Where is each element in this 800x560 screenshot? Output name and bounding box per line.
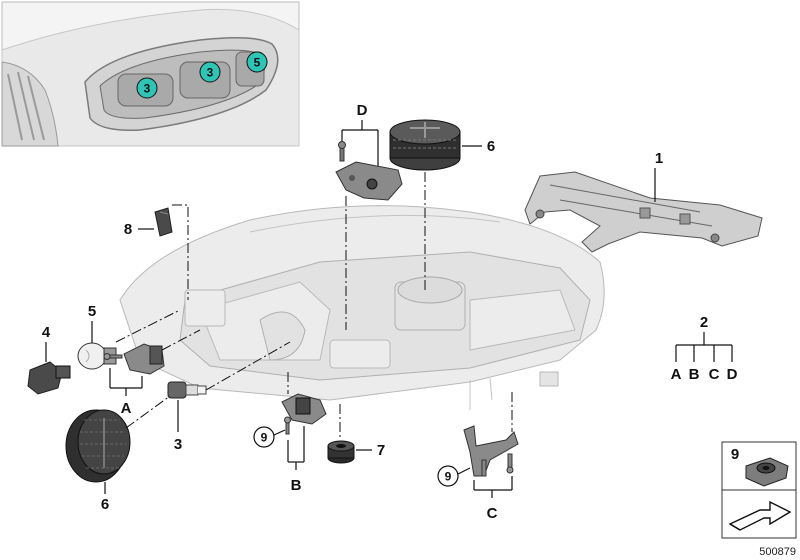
callout-3: 3 (174, 436, 182, 453)
svg-text:3: 3 (144, 82, 151, 96)
part-8-clip (154, 207, 173, 237)
callout-8: 8 (124, 221, 132, 238)
kit-letter-D: D (727, 366, 738, 383)
callout-C: C (487, 505, 498, 522)
svg-text:9: 9 (445, 470, 452, 484)
dash-A (161, 329, 201, 351)
arrow-icon (728, 500, 792, 531)
kit-letter-B: B (689, 366, 700, 383)
part-3-bulb (167, 381, 207, 399)
dash-8 (172, 204, 189, 300)
callout-4: 4 (42, 324, 51, 341)
part-7-grommet (327, 440, 355, 464)
callout-7: 7 (377, 442, 385, 459)
document-number: 500879 (759, 546, 796, 558)
callout-9-right: 9 (437, 465, 459, 487)
vehicle-inset: 3 3 5 (1, 1, 300, 147)
callout-6-top: 6 (487, 138, 495, 155)
part-1-support-bracket (524, 171, 763, 253)
dash-5 (115, 309, 181, 343)
callout-2-group: 2 A B C D (671, 314, 738, 383)
callout-9-box: 9 (731, 446, 739, 463)
part-D-adjuster-bracket (335, 141, 403, 201)
inset-badge-5-right: 5 (246, 51, 268, 73)
kit-letter-C: C (709, 366, 720, 383)
dash-6-bottom (125, 395, 171, 429)
part-A-bracket (103, 343, 165, 375)
inset-badge-3-middle: 3 (199, 61, 221, 83)
svg-text:5: 5 (254, 56, 261, 70)
headlight-housing-ghost (119, 205, 605, 410)
callout-6-bottom: 6 (101, 496, 109, 513)
callout-1: 1 (655, 150, 663, 167)
part-6-cover-cap-top (389, 119, 461, 171)
svg-text:9: 9 (261, 431, 268, 445)
part-9-reference-box: 9 (721, 441, 797, 539)
callout-B: B (291, 477, 302, 494)
dash-3 (205, 341, 291, 391)
inset-badge-3-left: 3 (136, 77, 158, 99)
callout-A: A (121, 400, 132, 417)
callout-2: 2 (700, 314, 708, 331)
callout-9-left: 9 (253, 426, 275, 448)
part-B-bracket (281, 393, 327, 435)
part-6-cover-cap-bottom (65, 409, 131, 483)
callout-5: 5 (88, 303, 96, 320)
kit-letter-A: A (671, 366, 682, 383)
callout-D: D (357, 102, 368, 119)
part-4-bulb-socket (27, 361, 71, 395)
part-C-bracket (463, 425, 519, 477)
svg-text:3: 3 (207, 66, 214, 80)
